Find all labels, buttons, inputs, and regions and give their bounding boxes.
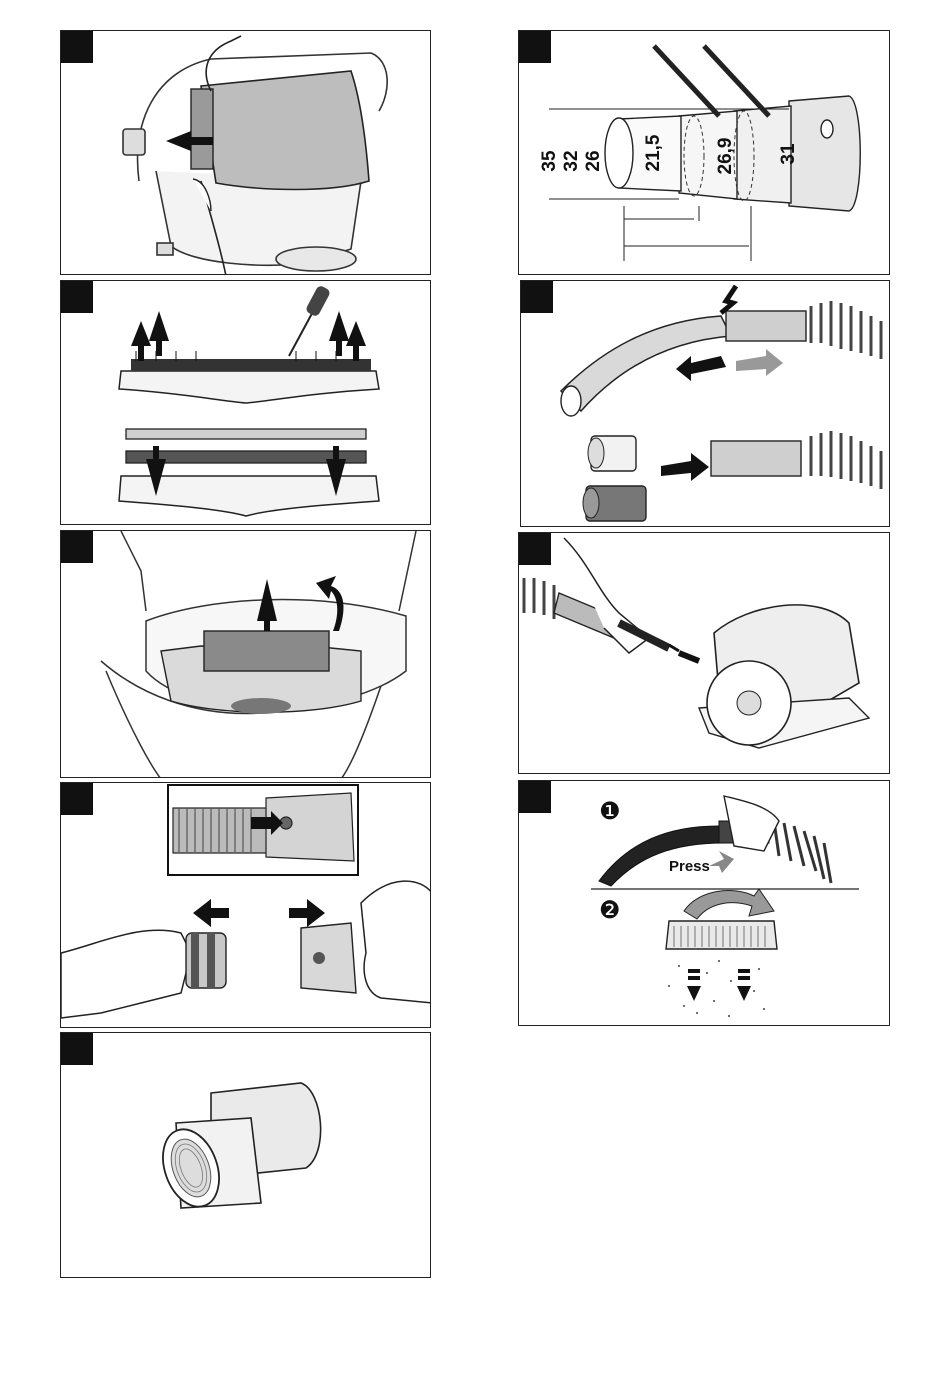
arrow-down-icon [687, 969, 751, 1001]
dimension-26: 26 [583, 150, 604, 171]
filter-cleaning-illustration: ❶ ❷ Press [519, 781, 890, 1026]
hand-icon [61, 930, 191, 1018]
press-label: Press [669, 858, 710, 875]
panel-hose-adapter [60, 782, 431, 1028]
arrow-right-icon [679, 653, 699, 661]
hose-adapter-illustration [61, 783, 431, 1028]
arrow-right-icon [289, 899, 325, 927]
panel-filter-cover [60, 530, 431, 778]
panel-dimensions: 35 32 26 21,5 26,9 31 [518, 30, 890, 275]
floor-nozzle-illustration [61, 281, 431, 525]
dimension-21-5: 21,5 [643, 134, 664, 171]
filter-cover-shape [204, 631, 329, 671]
panel-filter-cleaning: ❶ ❷ Press [518, 780, 890, 1026]
dimension-35: 35 [539, 150, 560, 172]
arrow-right-icon [736, 349, 783, 376]
filter-shape [666, 921, 777, 949]
arrow-press-icon [721, 286, 736, 313]
adapter-illustration [61, 1033, 431, 1278]
arrow-left-icon [676, 356, 726, 381]
screwdriver-icon [289, 284, 331, 356]
panel-floor-nozzle [60, 280, 431, 525]
arrow-press-icon [709, 851, 734, 873]
panel-power-tool [518, 532, 890, 774]
hand-icon [361, 881, 431, 1003]
panel-bag-insert [60, 30, 431, 275]
filter-cover-illustration [61, 531, 431, 778]
bag-insert-illustration [61, 31, 431, 275]
step-1-marker: ❶ [599, 797, 621, 825]
arrow-up-icon [131, 311, 366, 361]
dimensions-illustration: 35 32 26 21,5 26,9 31 [519, 31, 890, 275]
dimension-26-9: 26,9 [715, 138, 736, 175]
dust-bag-shape [201, 71, 369, 190]
arrow-left-icon [193, 899, 229, 927]
arrow-flip-icon [684, 889, 774, 919]
power-tool-illustration [519, 533, 890, 774]
arrow-right-icon [661, 453, 709, 481]
step-2-marker: ❷ [599, 896, 621, 924]
dimension-32: 32 [561, 150, 582, 171]
saw-icon [654, 46, 769, 116]
panel-adapter [60, 1032, 431, 1278]
hose-handle-illustration [521, 281, 890, 527]
dimension-31: 31 [778, 143, 799, 165]
panel-hose-handle [520, 280, 890, 527]
